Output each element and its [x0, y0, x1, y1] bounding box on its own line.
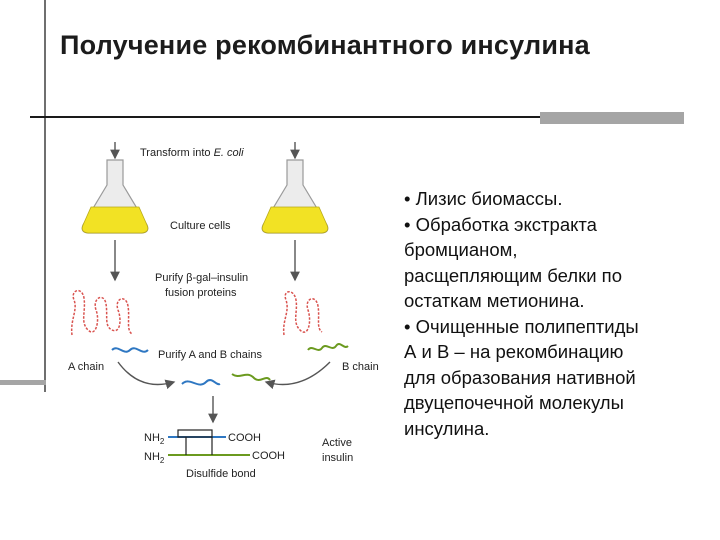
slide-title: Получение рекомбинантного инсулина [60, 30, 590, 60]
active-insulin-label-line1: Active [322, 437, 352, 449]
curved-arrow-from-a-chain [117, 361, 176, 390]
purify-fusion-label-line2: fusion proteins [165, 287, 237, 299]
bullet-line: инсулина. [404, 417, 490, 439]
curved-arrow-from-b-chain [264, 361, 331, 390]
active-insulin-label-line2: insulin [322, 452, 353, 464]
disulfide-bond-label: Disulfide bond [186, 468, 256, 480]
purify-fusion-label-line1: Purify β-gal–insulin [155, 272, 248, 284]
right-fusion-protein-squiggle [282, 291, 323, 336]
bullet-line: • Обработка экстракта [404, 213, 597, 235]
cooh-bottom-label: COOH [252, 450, 285, 462]
insulin-production-diagram: Transform into E. coli Culture cells Pur… [68, 142, 379, 480]
central-b-chain-squiggle [231, 373, 271, 381]
bullet-line: бромцианом, [404, 239, 518, 260]
b-chain-squiggle [307, 343, 349, 351]
cooh-top-label: COOH [228, 432, 261, 444]
bullet-line: двуцепочечной молекулы [404, 392, 624, 413]
left-fusion-protein-squiggle [70, 289, 133, 336]
bullet-line: остаткам метионина. [404, 290, 585, 311]
bullet-text-block: • Лизис биомассы. • Обработка экстракта … [404, 186, 704, 441]
bullet-line: • Лизис биомассы. [404, 188, 563, 209]
left-vertical-rule [44, 0, 46, 392]
a-chain-squiggle [111, 347, 149, 353]
purify-chains-label: Purify A and B chains [158, 349, 262, 361]
central-a-chain-squiggle [181, 379, 221, 386]
transform-label: Transform into E. coli [140, 147, 244, 159]
nh2-top-label: NH2 [144, 432, 165, 446]
intra-chain-disulfide-bracket [177, 429, 213, 438]
b-chain-label: B chain [342, 361, 379, 373]
bullet-line: расщепляющим белки по [404, 264, 622, 286]
culture-cells-label: Culture cells [170, 220, 231, 232]
bullet-line: для образования нативной [404, 366, 636, 388]
nh2-bottom-label: NH2 [144, 451, 165, 465]
title-divider-accent [540, 112, 684, 124]
title-divider [30, 116, 540, 118]
bullet-line: • Очищенные полипептиды [404, 315, 639, 337]
left-accent-bar [0, 380, 46, 385]
left-culture-flask-icon [81, 159, 149, 234]
right-culture-flask-icon [261, 159, 329, 234]
bullet-line: А и В – на рекомбинацию [404, 341, 624, 362]
a-chain-label: A chain [68, 361, 104, 373]
